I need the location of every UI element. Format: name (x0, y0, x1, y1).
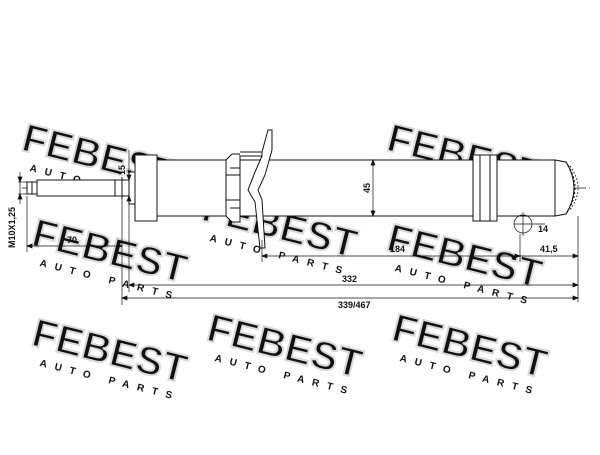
dim-total-length (121, 252, 579, 305)
watermark-bottom-right: FEBEST AUTO PARTS (387, 305, 553, 399)
label-eye-diameter: 14 (538, 224, 548, 234)
spring-seat-bracket (240, 129, 273, 249)
dim-rod-diameter (126, 150, 132, 212)
dim-mount-position (261, 240, 521, 262)
dim-rod-length (26, 196, 123, 252)
label-rod-diameter: 15 (117, 165, 127, 175)
thread-tip (26, 181, 38, 195)
lower-tube (496, 159, 556, 217)
main-body-tube (156, 159, 474, 217)
dim-body-diameter (370, 159, 376, 217)
shock-absorber-part (22, 129, 590, 249)
watermark-bottom-center: FEBEST AUTO PARTS (202, 305, 368, 399)
label-body-diameter: 45 (362, 183, 372, 193)
boot-rings (225, 153, 241, 223)
label-rod-length: 70 (67, 235, 77, 245)
watermark-middle-left: FEBEST AUTO PARTS (27, 210, 193, 304)
top-cap (134, 154, 158, 222)
label-body-length: 332 (342, 274, 357, 284)
dim-thread (17, 172, 28, 204)
lower-sleeve (472, 154, 498, 222)
lower-eye-mount (554, 159, 579, 217)
dim-eye-diameter (513, 212, 545, 236)
label-eye-length: 41,5 (540, 244, 558, 254)
piston-rod (36, 177, 130, 199)
dimension-labels: M10X1,25 70 15 45 184 14 41,5 332 339/46… (7, 165, 558, 310)
label-thread: M10X1,25 (7, 207, 17, 248)
dimension-group (17, 150, 579, 305)
watermark-bottom-left: FEBEST AUTO PARTS (27, 310, 193, 404)
watermark-middle-right: FEBEST AUTO PARTS (382, 215, 548, 309)
dim-body-length (128, 212, 579, 302)
dim-eye-length (519, 216, 579, 262)
label-mount-position: 184 (390, 244, 405, 254)
label-total-length: 339/467 (338, 300, 371, 310)
watermark-group: FEBEST AUTO PARTS FEBEST AUTO PARTS FEBE… (17, 115, 553, 404)
